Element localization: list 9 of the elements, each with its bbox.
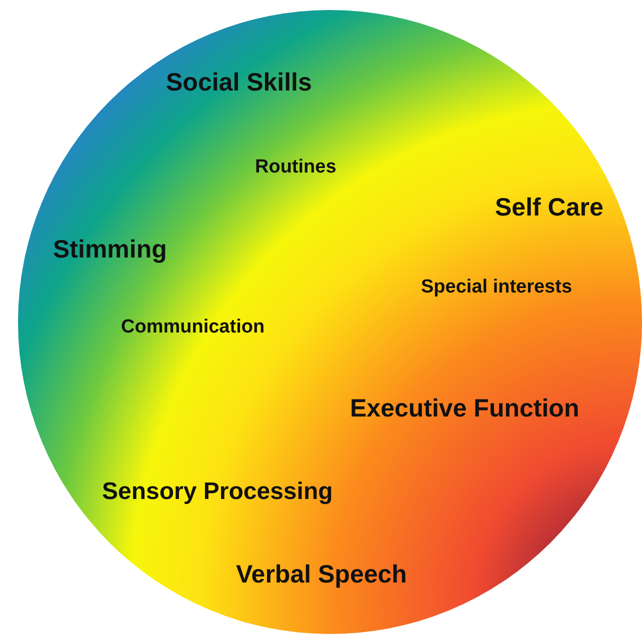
trait-label: Executive Function (350, 395, 580, 423)
trait-label: Stimming (53, 236, 167, 264)
trait-label: Verbal Speech (236, 561, 407, 589)
trait-label: Routines (255, 158, 336, 178)
trait-label: Communication (121, 318, 265, 338)
trait-label: Social Skills (166, 69, 312, 97)
trait-label: Special interests (421, 278, 572, 298)
trait-label: Sensory Processing (102, 478, 333, 506)
trait-label: Self Care (495, 194, 604, 222)
